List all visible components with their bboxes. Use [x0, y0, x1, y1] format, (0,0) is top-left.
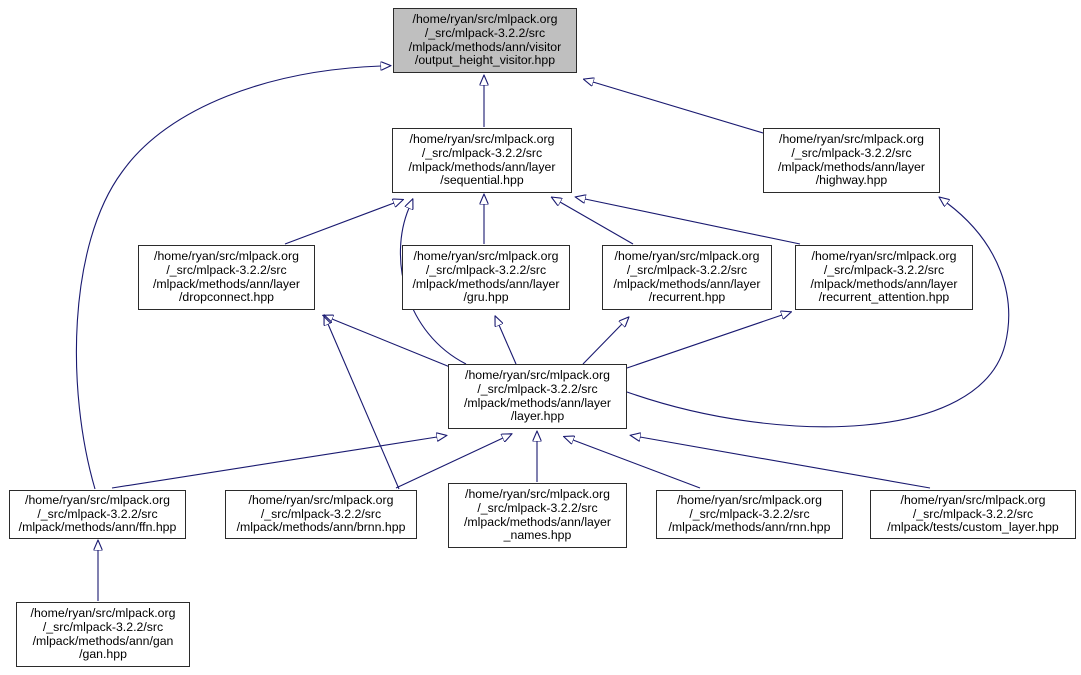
node-line: /_src/mlpack-3.2.2/src: [823, 262, 945, 277]
node-line: /mlpack/methods/ann/layer: [412, 276, 560, 291]
node-line: /_src/mlpack-3.2.2/src: [166, 262, 287, 277]
node-rnn[interactable]: /home/ryan/src/mlpack.org /_src/mlpack-3…: [656, 490, 843, 539]
node-line: /mlpack/methods/ann/layer: [810, 276, 958, 291]
node-line: /mlpack/methods/ann/layer: [408, 159, 556, 174]
node-line: /home/ryan/src/mlpack.org: [614, 249, 760, 264]
node-line: /mlpack/methods/ann/ffn.hpp: [18, 520, 177, 535]
node-line: /mlpack/methods/ann/brnn.hpp: [236, 520, 406, 535]
node-line: /home/ryan/src/mlpack.org: [248, 493, 394, 508]
node-gru[interactable]: /home/ryan/src/mlpack.org /_src/mlpack-3…: [402, 245, 570, 310]
node-line: /recurrent.hpp: [648, 290, 726, 305]
node-output-height-visitor: /home/ryan/src/mlpack.org /_src/mlpack-3…: [393, 8, 577, 73]
node-line: /_src/mlpack-3.2.2/src: [42, 619, 164, 634]
node-line: /home/ryan/src/mlpack.org: [30, 606, 176, 621]
node-gan[interactable]: /home/ryan/src/mlpack.org /_src/mlpack-3…: [16, 602, 190, 667]
edge-custom-layer-to-layer: [640, 437, 931, 489]
edge-layer-to-highway: [626, 203, 1010, 428]
node-sequential[interactable]: /home/ryan/src/mlpack.org /_src/mlpack-3…: [392, 128, 572, 193]
node-line: /home/ryan/src/mlpack.org: [779, 132, 924, 147]
edge-brnn-to-layer: [395, 438, 503, 489]
node-line: /_src/mlpack-3.2.2/src: [477, 500, 598, 515]
node-recurrent-attention[interactable]: /home/ryan/src/mlpack.org /_src/mlpack-3…: [795, 245, 973, 310]
node-line: /mlpack/tests/custom_layer.hpp: [887, 520, 1059, 535]
edge-recurrent-to-sequential: [560, 202, 634, 245]
node-line: /highway.hpp: [815, 173, 888, 188]
node-line: /_src/mlpack-3.2.2/src: [912, 506, 1034, 521]
node-line: /_src/mlpack-3.2.2/src: [37, 506, 158, 521]
edge-ffn-to-layer: [111, 437, 437, 489]
node-line: /_src/mlpack-3.2.2/src: [424, 25, 546, 40]
edge-layer-to-dropconnect: [332, 319, 451, 368]
node-line: _names.hpp: [503, 528, 572, 543]
node-line: /mlpack/methods/ann/gan: [32, 633, 174, 648]
edge-highway-to-output-height-visitor: [593, 82, 764, 134]
node-line: /_src/mlpack-3.2.2/src: [425, 262, 547, 277]
edge-brnn-to-dropconnect: [328, 324, 400, 490]
node-line: /home/ryan/src/mlpack.org: [409, 132, 555, 147]
edge-ffn-to-output-height-visitor: [75, 66, 381, 490]
node-line: /_src/mlpack-3.2.2/src: [689, 506, 810, 521]
edge-dropconnect-to-sequential: [284, 203, 394, 245]
node-line: /home/ryan/src/mlpack.org: [413, 249, 559, 264]
edge-rnn-to-layer: [573, 440, 701, 489]
node-line: /mlpack/methods/ann/visitor: [408, 39, 562, 54]
node-line: /mlpack/methods/ann/layer: [613, 276, 761, 291]
node-layer[interactable]: /home/ryan/src/mlpack.org /_src/mlpack-3…: [448, 364, 627, 429]
node-line: /gru.hpp: [463, 290, 509, 305]
node-line: /home/ryan/src/mlpack.org: [465, 368, 610, 383]
node-line: /mlpack/methods/ann/layer: [153, 276, 300, 291]
node-line: /layer.hpp: [510, 409, 565, 424]
node-line: /_src/mlpack-3.2.2/src: [477, 381, 598, 396]
node-recurrent[interactable]: /home/ryan/src/mlpack.org /_src/mlpack-3…: [602, 245, 772, 310]
edge-layer-to-recurrent: [582, 324, 622, 365]
node-line: /gan.hpp: [79, 647, 127, 662]
edge-layer-to-gru: [499, 325, 517, 365]
node-line: /home/ryan/src/mlpack.org: [412, 12, 558, 27]
node-line: /mlpack/methods/ann/layer: [464, 514, 611, 529]
node-highway[interactable]: /home/ryan/src/mlpack.org /_src/mlpack-3…: [763, 128, 940, 193]
node-line: /home/ryan/src/mlpack.org: [25, 493, 170, 508]
node-line: /mlpack/methods/ann/layer: [464, 395, 611, 410]
node-line: /output_height_visitor.hpp: [414, 53, 556, 68]
node-line: /dropconnect.hpp: [178, 290, 275, 305]
edge-layer-to-recurrent-attention: [626, 315, 782, 369]
node-line: /_src/mlpack-3.2.2/src: [626, 262, 748, 277]
node-line: /recurrent_attention.hpp: [818, 290, 950, 305]
node-layer-names[interactable]: /home/ryan/src/mlpack.org /_src/mlpack-3…: [448, 483, 627, 548]
node-line: /mlpack/methods/ann/layer: [778, 159, 925, 174]
edge-recurrent-attention-to-sequential: [585, 199, 801, 245]
node-line: /home/ryan/src/mlpack.org: [900, 493, 1046, 508]
node-line: /home/ryan/src/mlpack.org: [677, 493, 822, 508]
node-line: /home/ryan/src/mlpack.org: [465, 487, 610, 502]
node-line: /sequential.hpp: [440, 173, 524, 188]
node-dropconnect[interactable]: /home/ryan/src/mlpack.org /_src/mlpack-3…: [138, 245, 315, 310]
node-line: /_src/mlpack-3.2.2/src: [791, 145, 912, 160]
node-line: /_src/mlpack-3.2.2/src: [421, 145, 543, 160]
node-brnn[interactable]: /home/ryan/src/mlpack.org /_src/mlpack-3…: [225, 490, 417, 539]
node-ffn[interactable]: /home/ryan/src/mlpack.org /_src/mlpack-3…: [9, 490, 186, 539]
node-line: /_src/mlpack-3.2.2/src: [260, 506, 382, 521]
node-line: /home/ryan/src/mlpack.org: [154, 249, 299, 264]
node-line: /mlpack/methods/ann/rnn.hpp: [668, 520, 831, 535]
node-custom-layer[interactable]: /home/ryan/src/mlpack.org /_src/mlpack-3…: [870, 490, 1076, 539]
node-line: /home/ryan/src/mlpack.org: [811, 249, 957, 264]
